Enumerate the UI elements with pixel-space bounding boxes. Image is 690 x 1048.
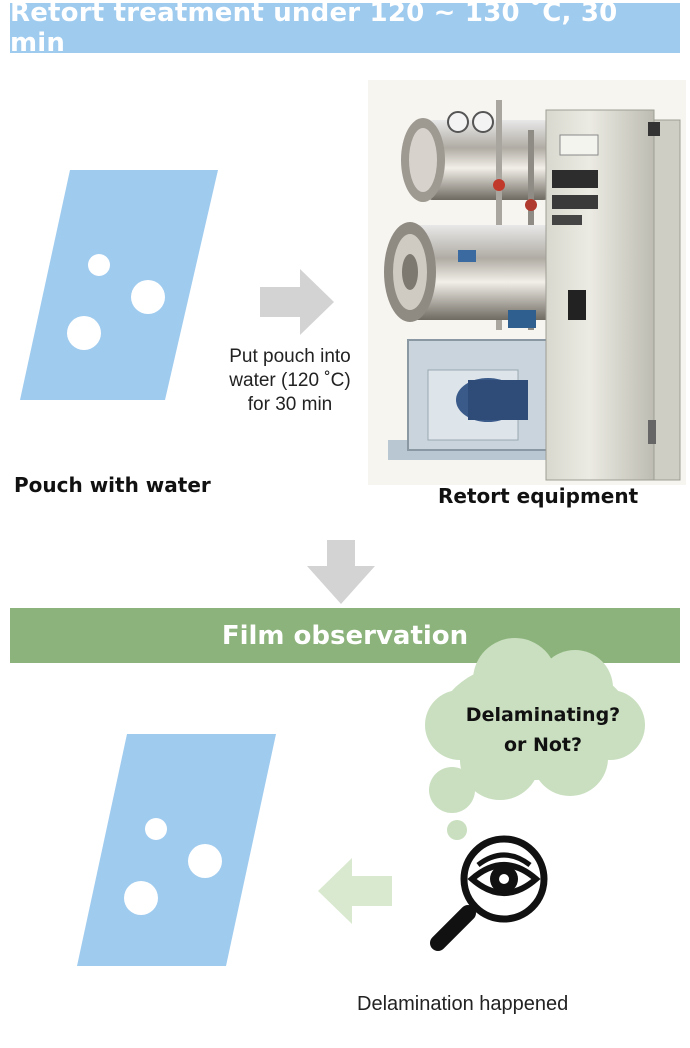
arrow-down-icon bbox=[307, 540, 375, 604]
equipment-caption: Retort equipment bbox=[438, 484, 639, 508]
pouch-icon bbox=[77, 734, 276, 966]
result-caption: Delamination happened bbox=[357, 993, 569, 1015]
thought-line: or Not? bbox=[503, 734, 583, 756]
mid-banner-title: Film observation bbox=[221, 620, 469, 651]
top-banner-title: Retort treatment under 120 ~ 130 ˚C, 30 … bbox=[10, 0, 618, 58]
top-banner: Retort treatment under 120 ~ 130 ˚C, 30 … bbox=[10, 0, 680, 58]
instruction-line: water (120 ˚C) bbox=[229, 370, 351, 391]
instruction-text: Put pouch into water (120 ˚C) for 30 min bbox=[205, 345, 375, 417]
retort-machine-icon bbox=[368, 80, 686, 485]
instruction-line: for 30 min bbox=[247, 394, 333, 415]
thought-text: Delaminating? or Not? bbox=[438, 700, 648, 760]
pouch-icon bbox=[20, 170, 218, 400]
magnifier-eye-icon bbox=[430, 835, 548, 951]
arrow-left-icon bbox=[318, 858, 392, 924]
thought-line: Delaminating? bbox=[465, 704, 621, 726]
pouch-caption: Pouch with water bbox=[14, 473, 211, 497]
arrow-right-icon bbox=[260, 269, 334, 335]
thought-cloud-icon bbox=[425, 638, 645, 840]
instruction-line: Put pouch into bbox=[229, 346, 351, 367]
